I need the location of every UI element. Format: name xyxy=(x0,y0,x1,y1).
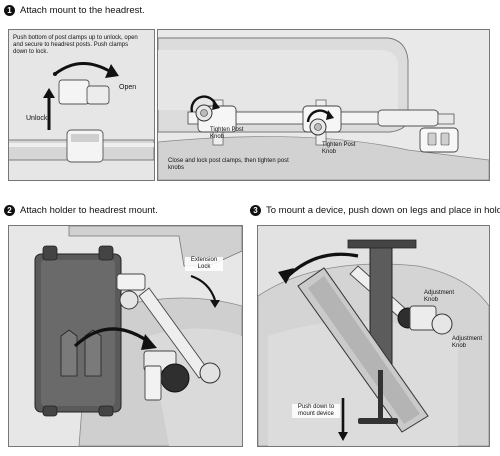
step-1-clamp-panel: Push bottom of post clamps up to unlock,… xyxy=(8,29,155,181)
step-3-number: 3 xyxy=(250,205,261,216)
extension-lock-label: Extension Lock xyxy=(185,257,223,271)
step-2-holder-panel: Extension Lock xyxy=(8,225,243,447)
step-1-title: Attach mount to the headrest. xyxy=(20,5,145,16)
adjustment-knob-bottom-label: Adjustment Knob xyxy=(452,336,483,349)
step-1-headrest-panel: Tighten Post Knob Tighten Post Knob Clos… xyxy=(157,29,490,181)
step-1-heading: 1 Attach mount to the headrest. xyxy=(4,5,145,16)
close-lock-instruction: Close and lock post clamps, then tighten… xyxy=(168,158,289,171)
step-1-number: 1 xyxy=(4,5,15,16)
unlock-label: Unlock xyxy=(26,115,48,122)
step-3-heading: 3 To mount a device, push down on legs a… xyxy=(250,205,500,216)
step-2-title: Attach holder to headrest mount. xyxy=(20,205,158,216)
tighten-post-knob-left-label: Tighten Post Knob xyxy=(210,127,244,140)
open-label: Open xyxy=(119,84,137,91)
step-2-heading: 2 Attach holder to headrest mount. xyxy=(4,205,158,216)
holder-attach-illustration xyxy=(9,226,242,446)
push-down-label: Push down to mount device xyxy=(292,404,340,418)
clamp-illustration xyxy=(9,30,154,180)
step-2-number: 2 xyxy=(4,205,15,216)
step-3-device-panel: Adjustment Knob Adjustment Knob Push dow… xyxy=(257,225,490,447)
step-3-title: To mount a device, push down on legs and… xyxy=(266,205,500,216)
device-mount-illustration xyxy=(258,226,489,446)
tighten-post-knob-right-label: Tighten Post Knob xyxy=(322,142,356,155)
step-1-instruction: Push bottom of post clamps up to unlock,… xyxy=(13,35,138,55)
headrest-mount-illustration xyxy=(158,30,489,180)
adjustment-knob-top-label: Adjustment Knob xyxy=(424,290,455,303)
